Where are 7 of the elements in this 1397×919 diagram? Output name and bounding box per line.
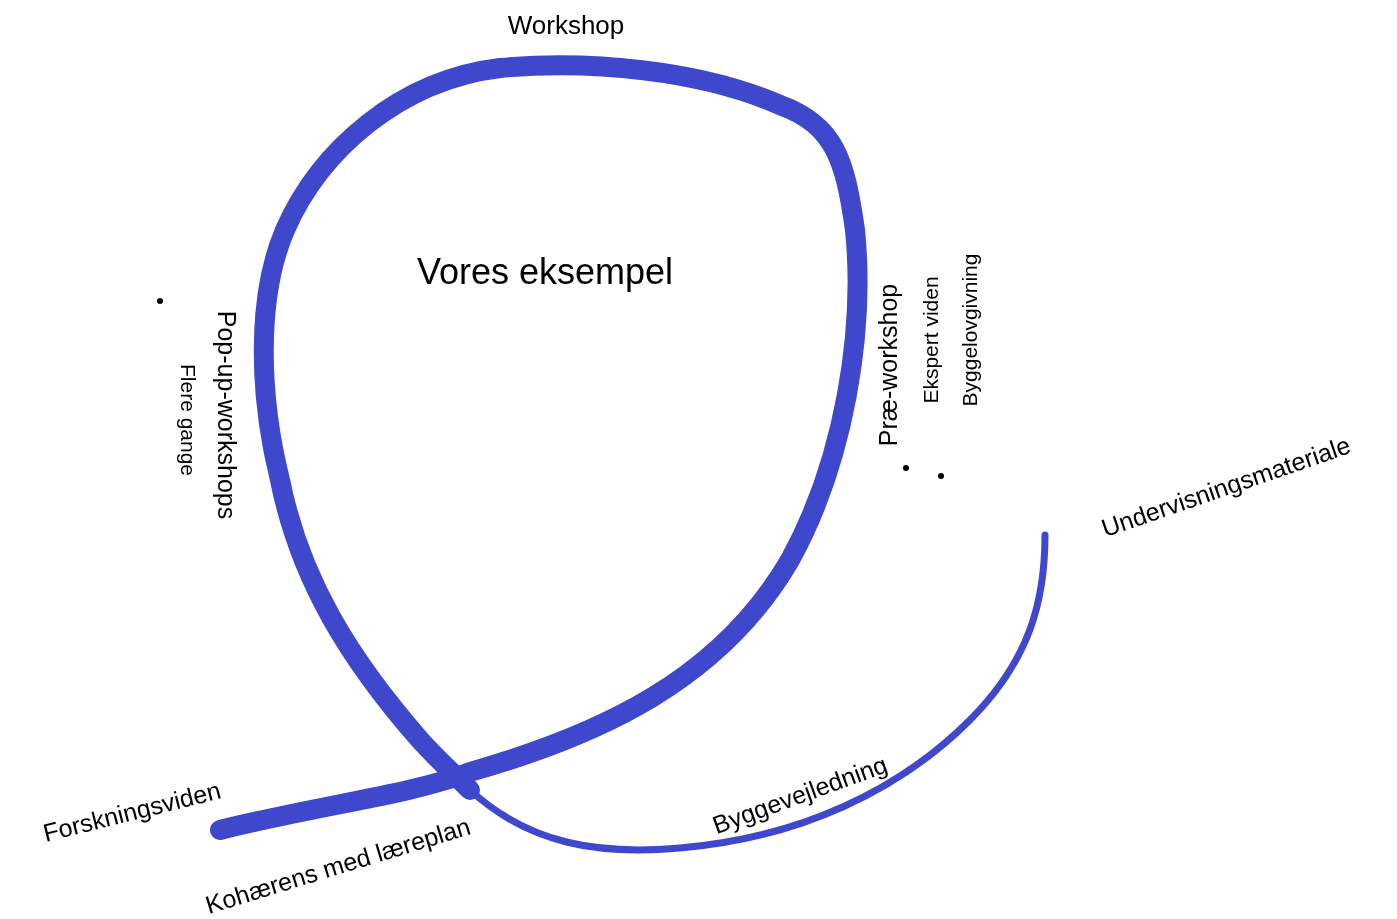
loop-label: Pop-up-workshops (212, 310, 240, 520)
loop-label: Flere gange (176, 363, 200, 477)
center-label: Vores eksempel (416, 252, 674, 292)
loop-label: Præ-workshop (875, 283, 903, 447)
loop-label: Byggelovgivning (958, 253, 982, 407)
loop-label: Workshop (507, 10, 625, 40)
loop-label: Ekspert viden (919, 276, 943, 404)
